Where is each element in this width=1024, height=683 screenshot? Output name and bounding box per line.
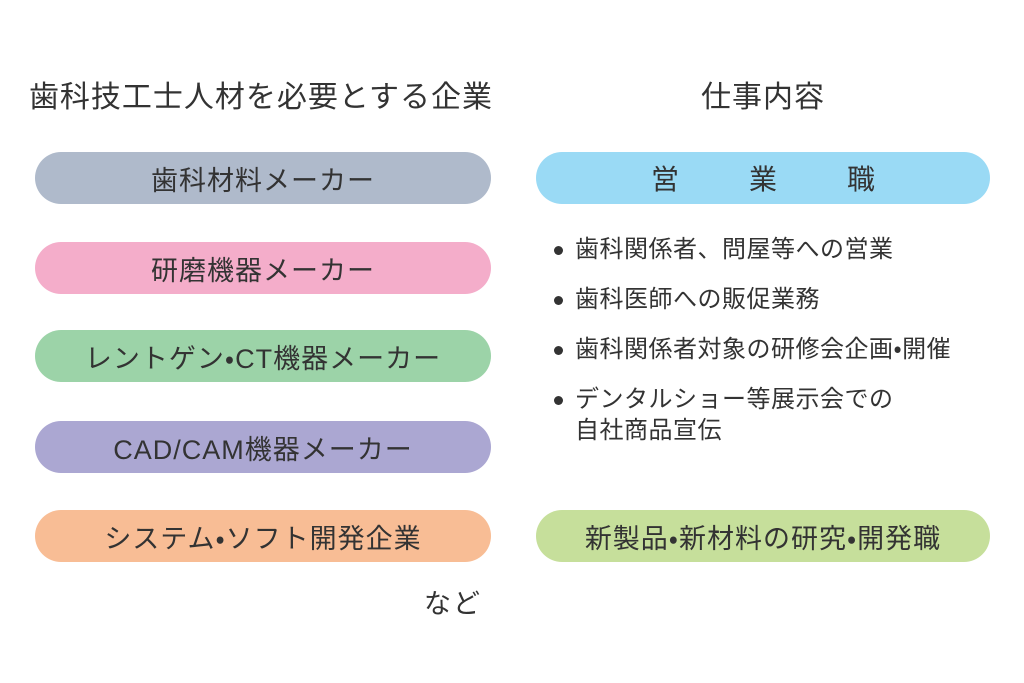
- bullet-icon: [554, 246, 563, 255]
- company-pill-label: システム・ソフト開発企業: [104, 523, 422, 554]
- job-pill-research-development-label: 新製品・新材料の研究・開発職: [584, 523, 942, 554]
- bullet-icon: [554, 296, 563, 305]
- company-pill-xray-ct-equipment: レントゲン・CT機器メーカー: [35, 330, 491, 382]
- company-pill-label: 歯科材料メーカー: [151, 165, 375, 196]
- duty-item: デンタルショー等展示会での 自社商品宣伝: [554, 384, 1004, 446]
- duty-item: 歯科関係者対象の研修会企画・開催: [554, 334, 1004, 365]
- company-pill-label: 研磨機器メーカー: [151, 255, 375, 286]
- duty-text: 歯科関係者対象の研修会企画・開催: [575, 336, 952, 363]
- duty-item: 歯科関係者、問屋等への営業: [554, 234, 1004, 265]
- job-pill-sales: 営業職: [536, 152, 990, 204]
- job-pill-sales-label: 営業職: [650, 164, 945, 195]
- company-pill-polishing-equipment: 研磨機器メーカー: [35, 242, 491, 294]
- company-pill-software-development: システム・ソフト開発企業: [35, 510, 491, 562]
- duty-text: 歯科関係者、問屋等への営業: [575, 236, 894, 263]
- company-pill-label: レントゲン・CT機器メーカー: [84, 343, 442, 374]
- job-content-section-title: 仕事内容: [701, 81, 825, 114]
- bullet-icon: [554, 346, 563, 355]
- bullet-icon: [554, 396, 563, 405]
- duty-text: デンタルショー等展示会での 自社商品宣伝: [575, 386, 894, 444]
- duty-text: 歯科医師への販促業務: [575, 286, 820, 313]
- companies-section-title: 歯科技工士人材を必要とする企業: [28, 81, 494, 114]
- company-pill-cad-cam-equipment: CAD/CAM機器メーカー: [35, 421, 491, 473]
- etc-note: など: [424, 589, 482, 619]
- sales-duties-list: 歯科関係者、問屋等への営業 歯科医師への販促業務 歯科関係者対象の研修会企画・開…: [554, 234, 1004, 465]
- duty-item: 歯科医師への販促業務: [554, 284, 1004, 315]
- company-pill-label: CAD/CAM機器メーカー: [113, 434, 413, 465]
- company-pill-dental-materials: 歯科材料メーカー: [35, 152, 491, 204]
- job-pill-research-development: 新製品・新材料の研究・開発職: [536, 510, 990, 562]
